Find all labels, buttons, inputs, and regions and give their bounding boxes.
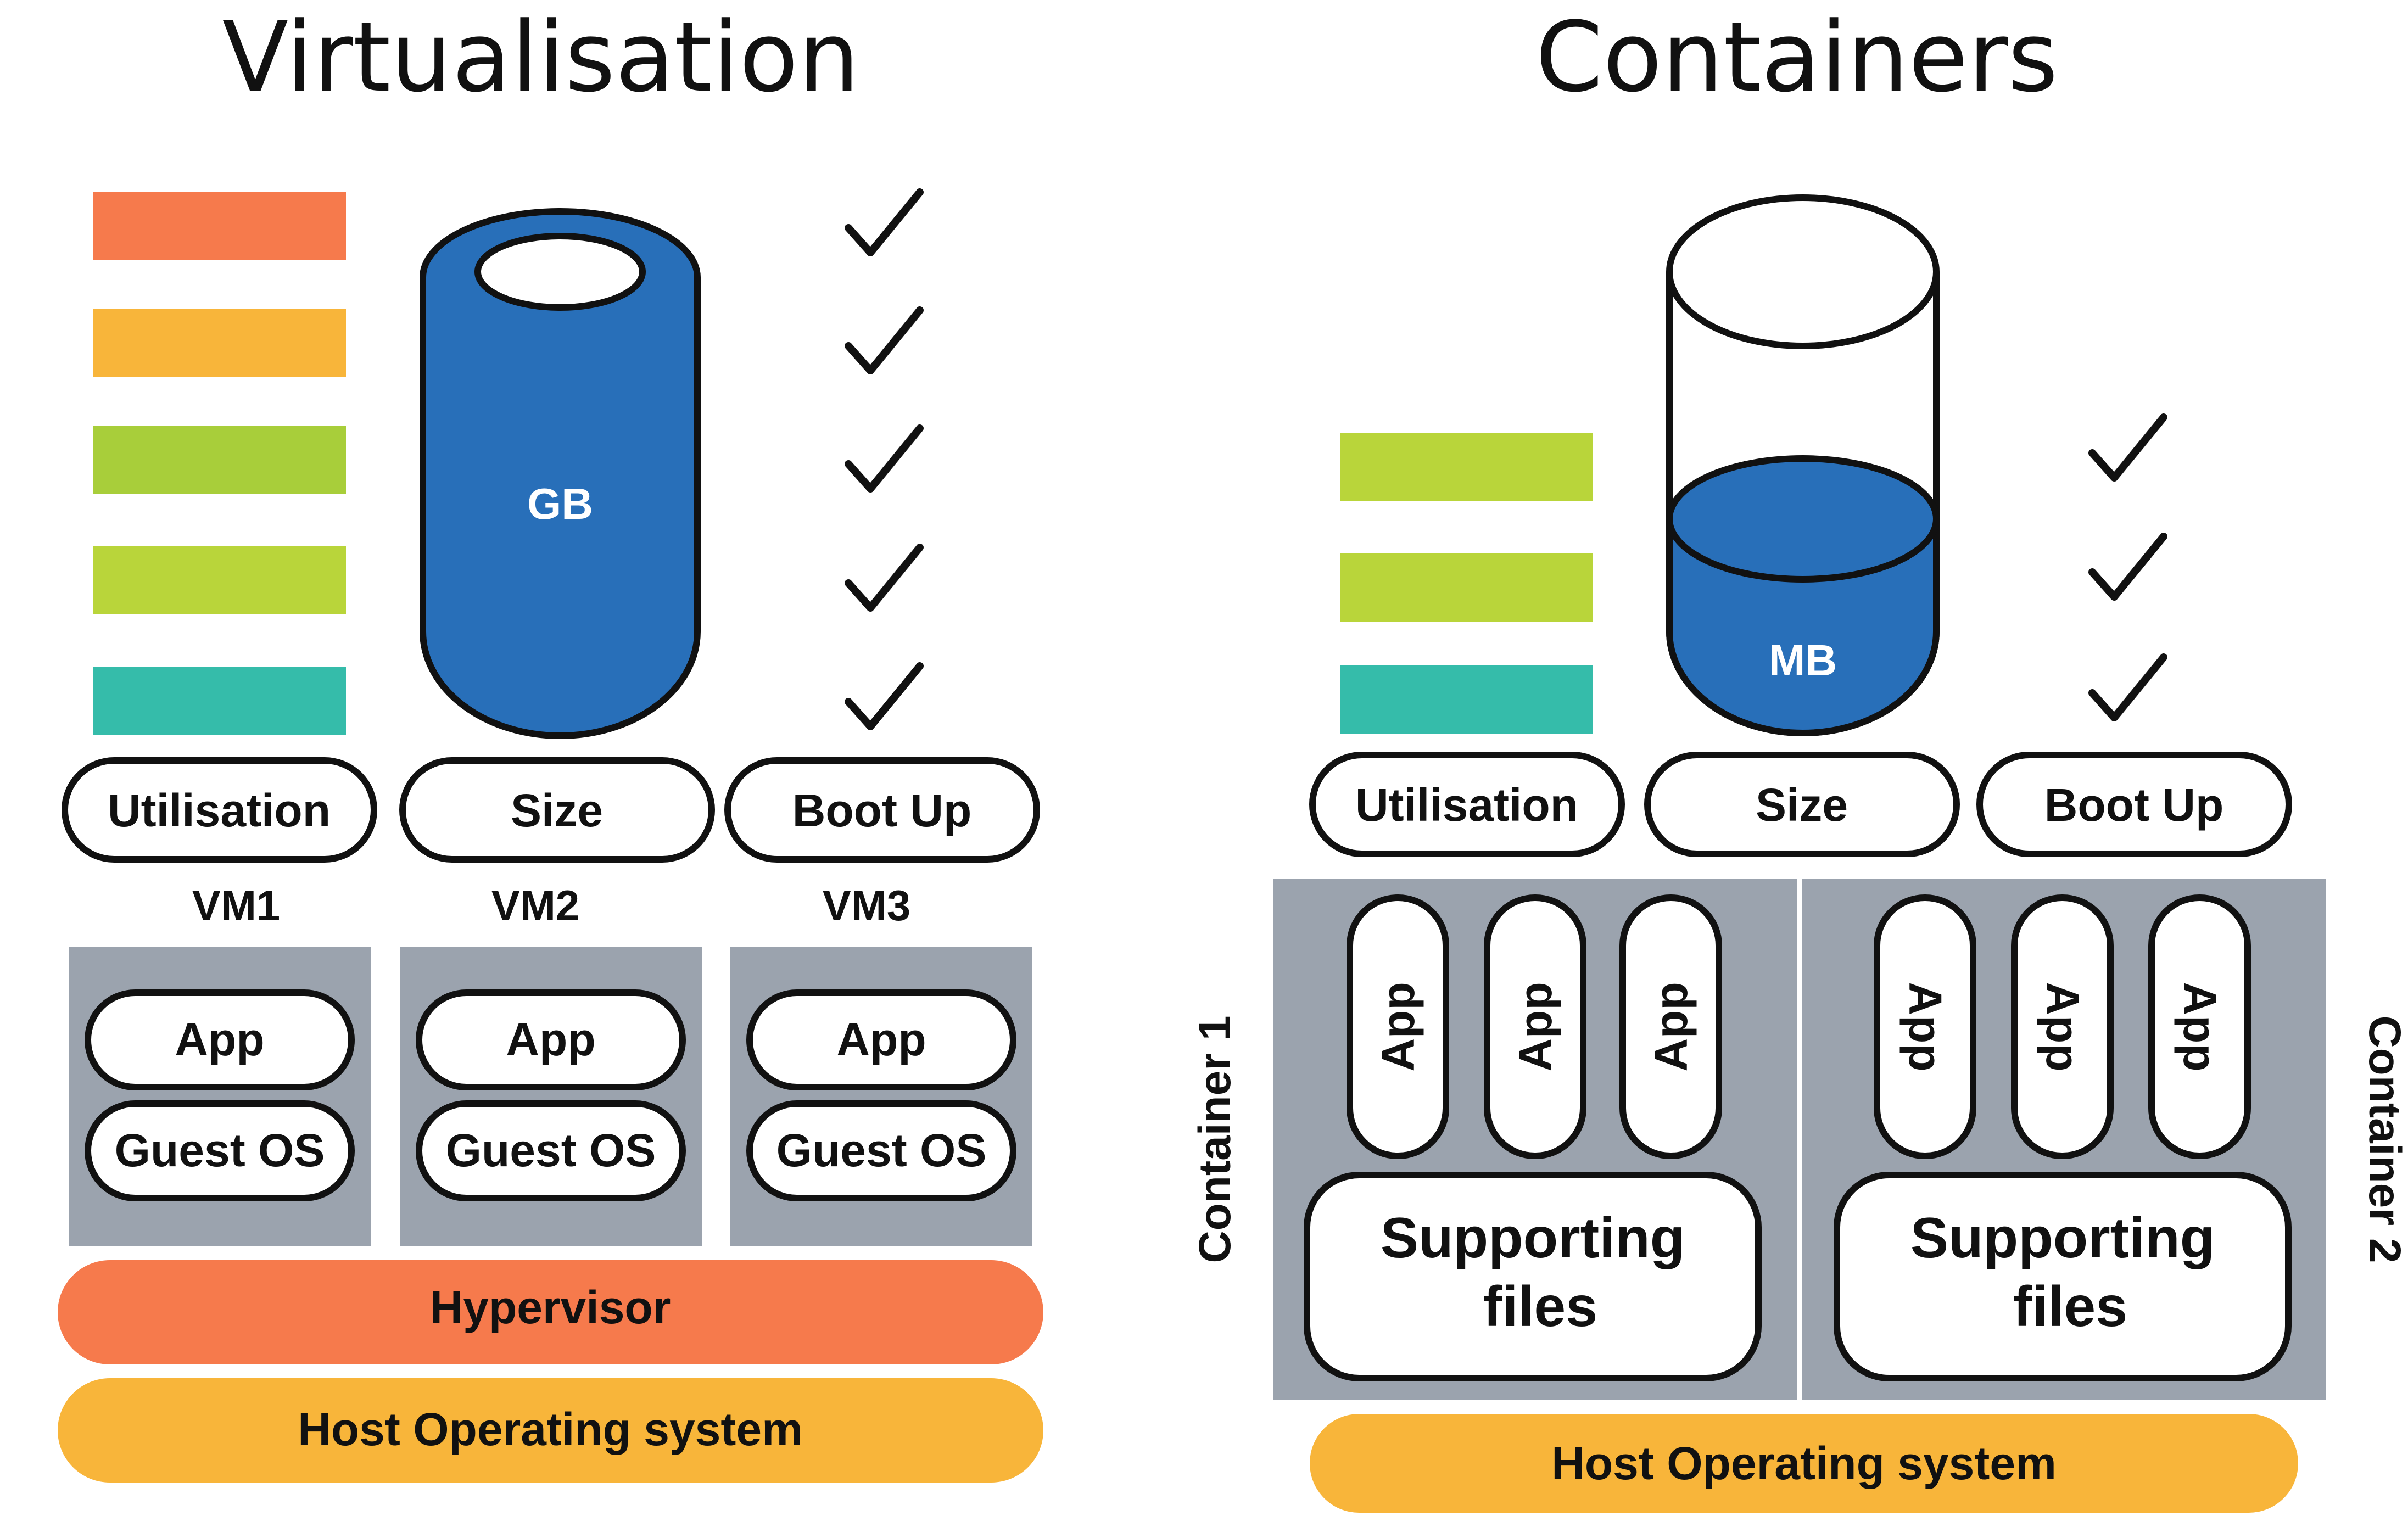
supporting-files-box	[1304, 1172, 1762, 1381]
size-unit-label: GB	[527, 479, 593, 528]
size-unit-label: MB	[1769, 636, 1837, 685]
virtualisation-utilisation-bars	[93, 192, 346, 735]
metric-pill-size	[1644, 752, 1960, 857]
utilisation-bar	[93, 426, 346, 494]
metric-pill-utilisation	[62, 757, 377, 863]
check-icon	[845, 424, 924, 493]
virtualisation-title: Virtualisation	[222, 1, 860, 114]
host-os-bar	[1310, 1414, 2298, 1513]
check-icon	[2088, 533, 2167, 601]
vm-panel: App Guest OS	[69, 947, 371, 1246]
metric-label-utilisation: Utilisation	[108, 785, 331, 836]
utilisation-bar	[93, 667, 346, 735]
guest-os-pill	[416, 1100, 686, 1201]
app-pill	[1347, 894, 1449, 1159]
utilisation-bar	[1340, 433, 1593, 501]
check-icon	[2088, 653, 2167, 721]
app-pill	[1619, 894, 1722, 1159]
supporting-files-box	[1834, 1172, 2292, 1381]
app-pill	[1874, 894, 1976, 1159]
app-pill	[2148, 894, 2251, 1159]
supporting-files-label-line2: files	[1483, 1275, 1597, 1339]
app-pill	[85, 989, 355, 1090]
hypervisor-bar	[58, 1260, 1043, 1364]
supporting-files-label-line1: Supporting	[1381, 1206, 1685, 1270]
utilisation-bar	[93, 546, 346, 614]
supporting-files-label-line1: Supporting	[1910, 1206, 2215, 1270]
container-name: Container 2	[2360, 1015, 2408, 1263]
metric-label-boot: Boot Up	[792, 785, 972, 836]
metric-pill-boot	[724, 757, 1040, 863]
app-pill	[1484, 894, 1586, 1159]
guest-os-pill	[85, 1100, 355, 1201]
app-label: App	[175, 1014, 264, 1065]
check-icon	[845, 662, 924, 730]
utilisation-bar	[1340, 665, 1593, 734]
container-1: App App App Supporting files Container 1	[1190, 894, 1762, 1381]
check-icon	[845, 544, 924, 612]
containers-boot-checks	[2088, 413, 2167, 721]
vm-label: VM1	[192, 881, 280, 930]
metric-label-size: Size	[511, 785, 603, 836]
containers-section: Containers MB Utilisation Size Boot Up	[1190, 1, 2408, 1513]
check-icon	[845, 188, 924, 256]
host-os-label: Host Operating system	[1551, 1437, 2057, 1489]
metric-label-utilisation: Utilisation	[1355, 779, 1578, 831]
vm-panel: App Guest OS	[400, 947, 702, 1246]
virtualisation-boot-checks	[845, 188, 924, 730]
check-icon	[2088, 413, 2167, 482]
check-icon	[845, 306, 924, 374]
app-pill	[416, 989, 686, 1090]
metric-pill-size	[399, 757, 715, 863]
hypervisor-label: Hypervisor	[430, 1282, 671, 1333]
utilisation-bar	[93, 309, 346, 377]
metric-pill-boot	[1976, 752, 2292, 857]
metric-pill-utilisation	[1309, 752, 1625, 857]
metric-label-boot: Boot Up	[2044, 779, 2224, 831]
app-label: App	[1899, 982, 1951, 1071]
gb-cylinder-icon: GB	[420, 208, 701, 739]
app-label: App	[506, 1014, 595, 1065]
app-label: App	[2174, 982, 2226, 1071]
guest-os-label: Guest OS	[115, 1125, 325, 1176]
guest-os-label: Guest OS	[776, 1125, 987, 1176]
app-label: App	[836, 1014, 926, 1065]
app-pill	[746, 989, 1016, 1090]
virtualisation-section: Virtualisation GB Utilisation Size	[58, 1, 1043, 1483]
container-name: Container 1	[1190, 1015, 1240, 1263]
guest-os-label: Guest OS	[446, 1125, 656, 1176]
metric-label-size: Size	[1756, 779, 1848, 831]
app-label: App	[1372, 982, 1424, 1071]
containers-utilisation-bars	[1340, 433, 1593, 734]
supporting-files-label-line2: files	[2013, 1275, 2127, 1339]
container-2: App App App Supporting files Container 2	[1834, 894, 2408, 1381]
vm-label: VM3	[823, 881, 910, 930]
vm-panel: App Guest OS	[730, 947, 1032, 1246]
utilisation-bar	[1340, 553, 1593, 622]
app-label: App	[1510, 982, 1561, 1071]
containers-title: Containers	[1535, 1, 2058, 114]
vm-label: VM2	[491, 881, 579, 930]
host-os-label: Host Operating system	[298, 1403, 803, 1455]
app-pill	[2011, 894, 2114, 1159]
host-os-bar	[58, 1378, 1043, 1483]
mb-cylinder-icon: MB	[1666, 194, 1940, 736]
guest-os-pill	[746, 1100, 1016, 1201]
utilisation-bar	[93, 192, 346, 260]
app-label: App	[1645, 982, 1697, 1071]
app-label: App	[2037, 982, 2088, 1071]
